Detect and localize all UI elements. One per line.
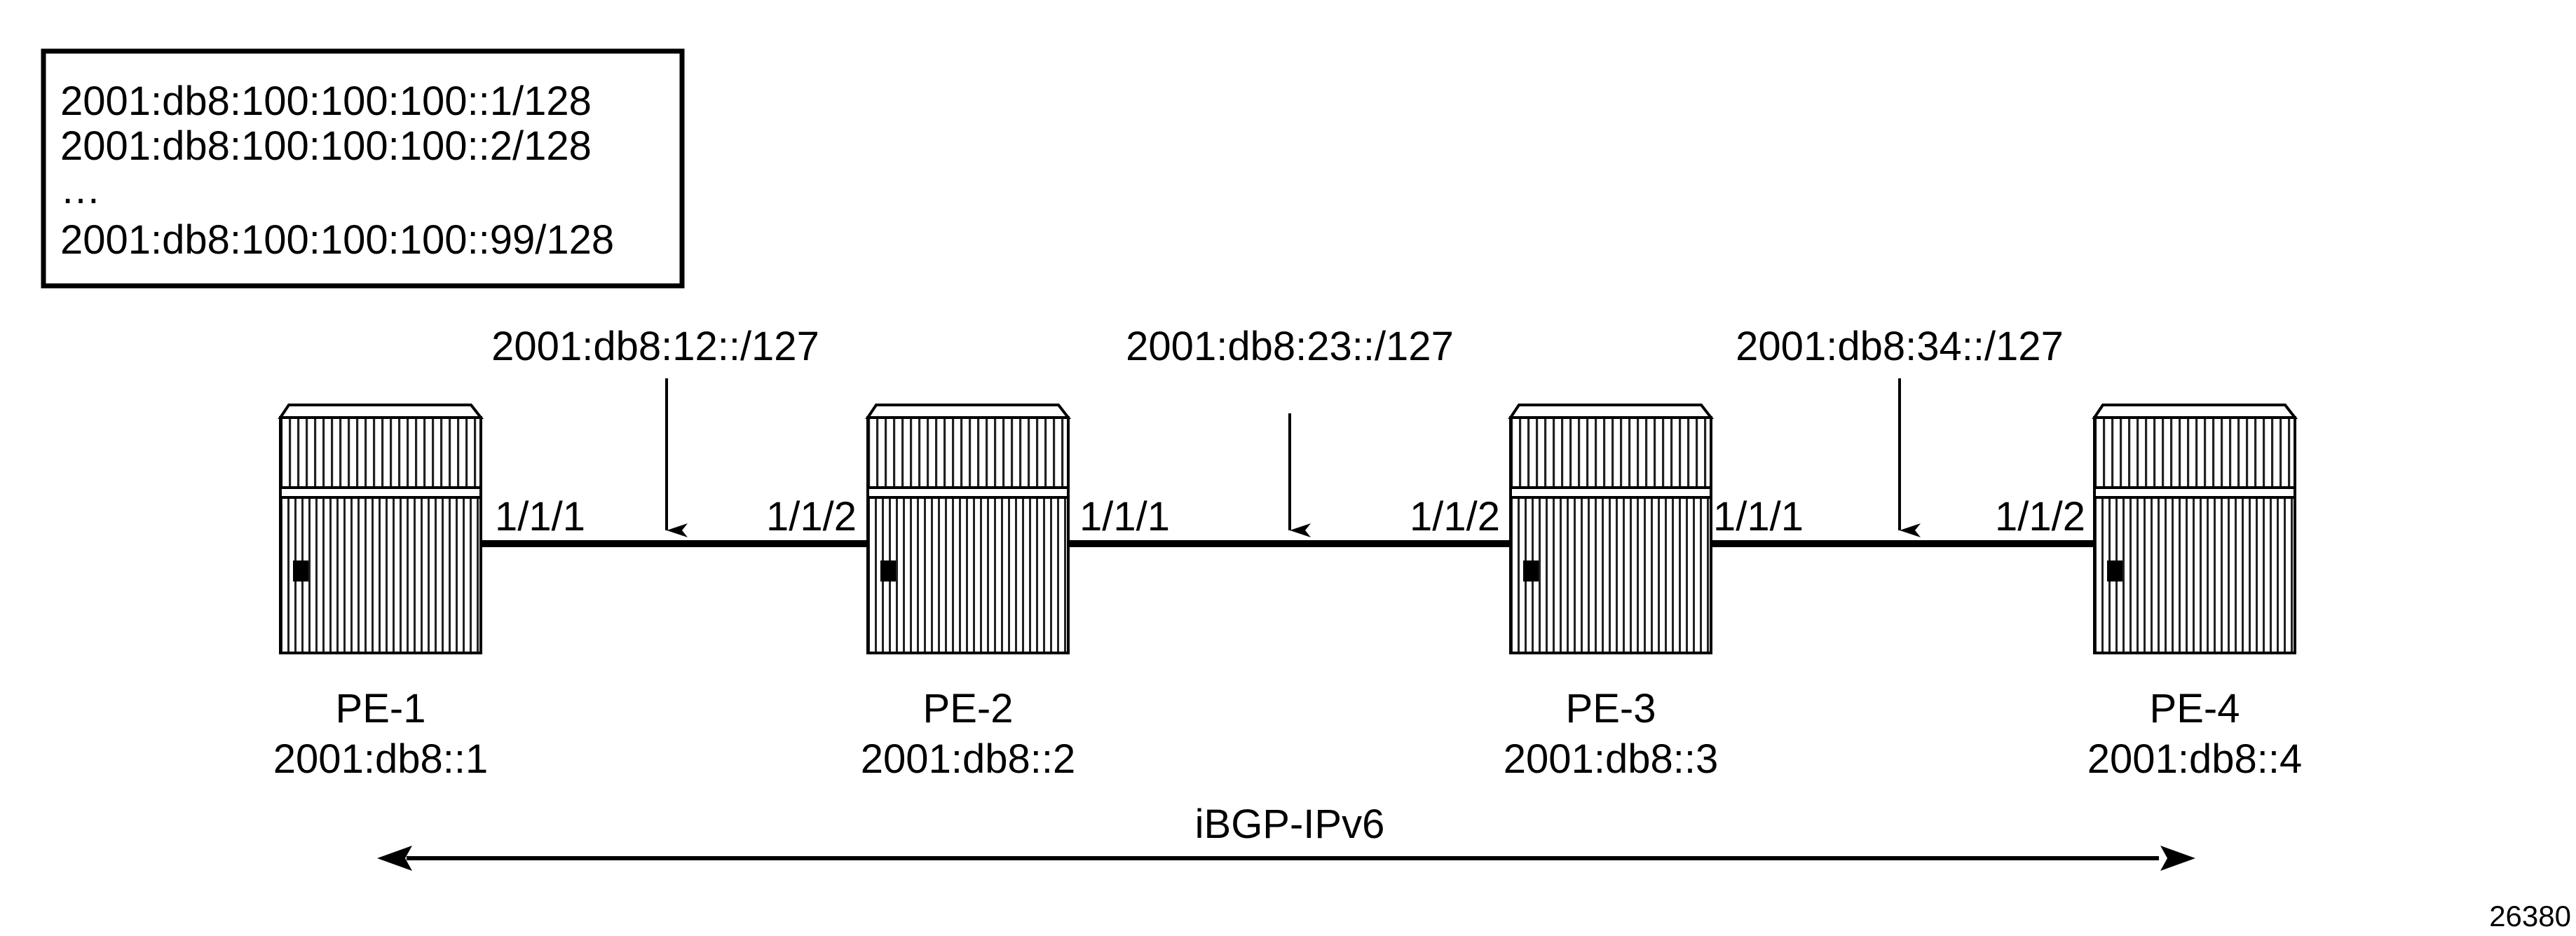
port-label-pe2-right: 1/1/1 <box>1079 494 1170 539</box>
router-address: 2001:db8::4 <box>2087 736 2302 782</box>
prefix-line-1: 2001:db8:100:100:100::1/128 <box>60 78 592 124</box>
subnet-label: 2001:db8:23::/127 <box>1126 324 1454 369</box>
prefix-line-last: 2001:db8:100:100:100::99/128 <box>60 217 614 263</box>
router-address: 2001:db8::3 <box>1504 736 1718 782</box>
router-pe-4: PE-4 2001:db8::4 <box>2087 404 2302 782</box>
router-address: 2001:db8::2 <box>861 736 1075 782</box>
prefix-list-box: 2001:db8:100:100:100::1/128 2001:db8:100… <box>41 48 685 289</box>
router-icon <box>865 404 1072 654</box>
ibgp-session-arrow: iBGP-IPv6 <box>377 801 2195 871</box>
port-label-pe3-right: 1/1/1 <box>1713 494 1804 539</box>
arrowhead-right-icon <box>2160 846 2195 871</box>
prefix-line-ellipsis: … <box>60 167 101 212</box>
router-pe-1: PE-1 2001:db8::1 <box>273 404 488 782</box>
subnet-annotation-23: 2001:db8:23::/127 <box>1126 324 1454 537</box>
subnet-label: 2001:db8:34::/127 <box>1736 324 2064 369</box>
subnet-label: 2001:db8:12::/127 <box>491 324 819 369</box>
router-name: PE-4 <box>2150 686 2240 731</box>
router-icon <box>1508 404 1715 654</box>
figure-id: 26380 <box>2489 900 2571 932</box>
router-name: PE-2 <box>923 686 1014 731</box>
session-label: iBGP-IPv6 <box>1195 801 1385 847</box>
router-icon <box>278 404 484 654</box>
prefix-line-2: 2001:db8:100:100:100::2/128 <box>60 123 592 169</box>
router-pe-2: PE-2 2001:db8::2 <box>861 404 1075 782</box>
subnet-annotation-12: 2001:db8:12::/127 <box>491 324 819 537</box>
subnet-annotation-34: 2001:db8:34::/127 <box>1736 324 2064 537</box>
router-icon <box>2092 404 2298 654</box>
router-address: 2001:db8::1 <box>273 736 488 782</box>
port-label-pe1-right: 1/1/1 <box>495 494 585 539</box>
arrowhead-left-icon <box>377 846 412 871</box>
port-label-pe4-left: 1/1/2 <box>1995 494 2085 539</box>
port-label-pe3-left: 1/1/2 <box>1410 494 1500 539</box>
port-label-pe2-left: 1/1/2 <box>766 494 857 539</box>
router-pe-3: PE-3 2001:db8::3 <box>1504 404 1718 782</box>
router-name: PE-3 <box>1566 686 1656 731</box>
router-name: PE-1 <box>336 686 426 731</box>
